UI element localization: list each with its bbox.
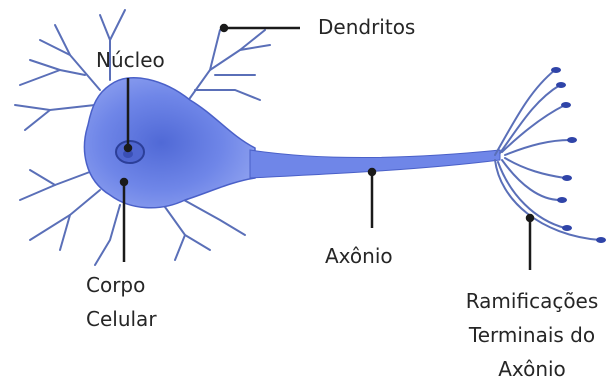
axon-terminals [495,70,600,240]
label-ramificacoes-line1: Ramificações [452,284,612,318]
label-dendritos: Dendritos [318,17,415,37]
label-axonio: Axônio [325,246,393,266]
label-corpo-celular-line2: Celular [86,302,157,336]
label-nucleo: Núcleo [96,50,165,70]
axon-terminal-buttons [551,67,606,243]
label-ramificacoes: Ramificações Terminais do Axônio [452,284,612,386]
label-corpo-celular: Corpo Celular [86,268,157,336]
label-ramificacoes-line2: Terminais do [452,318,612,352]
cell-body [84,78,255,208]
label-corpo-celular-line1: Corpo [86,268,157,302]
